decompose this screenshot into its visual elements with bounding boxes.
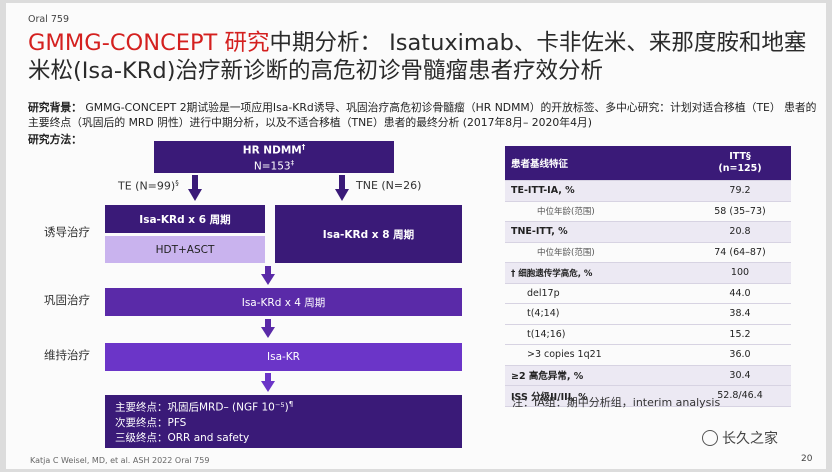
row-value: 15.2: [689, 324, 791, 345]
row-value: 36.0: [689, 344, 791, 366]
secondary-endpoint: 次要终点：PFS: [115, 416, 187, 429]
row-value: 58 (35–73): [689, 201, 791, 222]
methods-label: 研究方法：: [28, 133, 82, 146]
arrow-tne: [335, 175, 349, 203]
slide: Oral 759 GMMG-CONCEPT 研究中期分析： Isatuximab…: [6, 3, 826, 469]
row-value: 38.4: [689, 303, 791, 325]
title-rest: 中期分析： Isatuximab、卡非佐米、来那度胺和地塞米松(Isa-KRd)…: [28, 30, 807, 84]
endpoints-box: 主要终点：巩固后MRD– (NGF 10⁻⁵)¶ 次要终点：PFS 三级终点：O…: [105, 395, 462, 448]
row-value: 100: [689, 262, 791, 284]
row-value: 79.2: [689, 180, 791, 202]
table-header-row: 患者基线特征 ITT§ (n=125): [505, 146, 791, 181]
phase-induction: 诱导治疗: [44, 225, 90, 239]
background-text: GMMG-CONCEPT 2期试验是一项应用Isa-KRd诱导、巩固治疗高危初诊…: [28, 101, 817, 129]
te-label: TE (N=99)§: [118, 179, 179, 193]
hr-ndmm-n: N=153: [253, 160, 291, 173]
table-row: 中位年龄(范围)58 (35–73): [505, 201, 791, 222]
hr-ndmm-label: HR NDMM: [242, 144, 302, 156]
table-row: t(14;16)15.2: [505, 324, 791, 345]
row-label: 中位年龄(范围): [505, 201, 689, 222]
arrow-te: [188, 175, 202, 203]
watermark: 长久之家: [702, 428, 778, 448]
primary-endpoint-sup: ¶: [288, 400, 294, 409]
table-row: † 细胞遗传学高危, %100: [505, 262, 791, 284]
baseline-table: 患者基线特征 ITT§ (n=125) TE-ITT-IA, %79.2 中位年…: [505, 146, 791, 407]
table-row: t(4;14)38.4: [505, 303, 791, 325]
row-label: del17p: [505, 283, 689, 304]
oral-number: Oral 759: [28, 14, 69, 25]
table-row: 中位年龄(范围)74 (64–87): [505, 242, 791, 263]
row-label: >3 copies 1q21: [505, 344, 689, 366]
row-value: 74 (64–87): [689, 242, 791, 263]
hr-ndmm-sup: †: [301, 142, 306, 151]
citation: Katja C Weisel, MD, et al. ASH 2022 Oral…: [30, 456, 210, 465]
table-row: ≥2 高危异常, %30.4: [505, 365, 791, 386]
row-value: 20.8: [689, 221, 791, 243]
te-label-sup: §: [175, 179, 179, 187]
phase-consolidation: 巩固治疗: [44, 293, 90, 307]
background-paragraph: 研究背景： GMMG-CONCEPT 2期试验是一项应用Isa-KRd诱导、巩固…: [28, 101, 818, 130]
row-label: † 细胞遗传学高危, %: [505, 262, 689, 284]
hr-ndmm-box: HR NDMM† N=153‡: [154, 141, 394, 173]
table-row: TE-ITT-IA, %79.2: [505, 180, 791, 202]
row-label: t(14;16): [505, 324, 689, 345]
maintenance-box: Isa-KR: [105, 343, 462, 371]
wechat-logo-icon: [702, 430, 718, 446]
table-header-value: ITT§ (n=125): [689, 146, 791, 181]
row-label: ≥2 高危异常, %: [505, 365, 689, 386]
slide-title: GMMG-CONCEPT 研究中期分析： Isatuximab、卡非佐米、来那度…: [28, 29, 818, 85]
primary-endpoint: 主要终点：巩固后MRD– (NGF 10⁻⁵): [115, 401, 289, 414]
arrow-endpoints: [261, 373, 275, 395]
background-label: 研究背景：: [28, 101, 82, 114]
te-induction-box: Isa-KRd x 6 周期: [105, 205, 265, 233]
row-label: ISS 分级II/III, %: [505, 385, 689, 407]
arrow-maintenance: [261, 319, 275, 341]
row-value: 30.4: [689, 365, 791, 386]
tne-induction-box: Isa-KRd x 8 周期: [275, 205, 462, 263]
hr-ndmm-n-sup: ‡: [290, 159, 295, 167]
row-label: TNE-ITT, %: [505, 221, 689, 243]
table-row: ISS 分级II/III, %52.8/46.4: [505, 385, 791, 407]
table-note: 注：IA组：期中分析组，interim analysis: [512, 396, 721, 409]
table-row: TNE-ITT, %20.8: [505, 221, 791, 243]
page-number: 20: [801, 454, 813, 464]
row-label: TE-ITT-IA, %: [505, 180, 689, 202]
arrow-consolidation: [261, 266, 275, 288]
consolidation-box: Isa-KRd x 4 周期: [105, 288, 462, 316]
row-value: 52.8/46.4: [689, 385, 791, 407]
tne-label: TNE (N=26): [356, 179, 422, 192]
phase-maintenance: 维持治疗: [44, 348, 90, 362]
hdt-asct-box: HDT+ASCT: [105, 236, 265, 263]
te-label-text: TE (N=99): [118, 179, 176, 193]
tertiary-endpoint: 三级终点：ORR and safety: [115, 431, 250, 444]
row-value: 44.0: [689, 283, 791, 304]
watermark-text: 长久之家: [722, 431, 778, 447]
title-red: GMMG-CONCEPT 研究: [28, 30, 270, 56]
table-header-label: 患者基线特征: [505, 146, 689, 181]
row-label: 中位年龄(范围): [505, 242, 689, 263]
row-label: t(4;14): [505, 303, 689, 325]
